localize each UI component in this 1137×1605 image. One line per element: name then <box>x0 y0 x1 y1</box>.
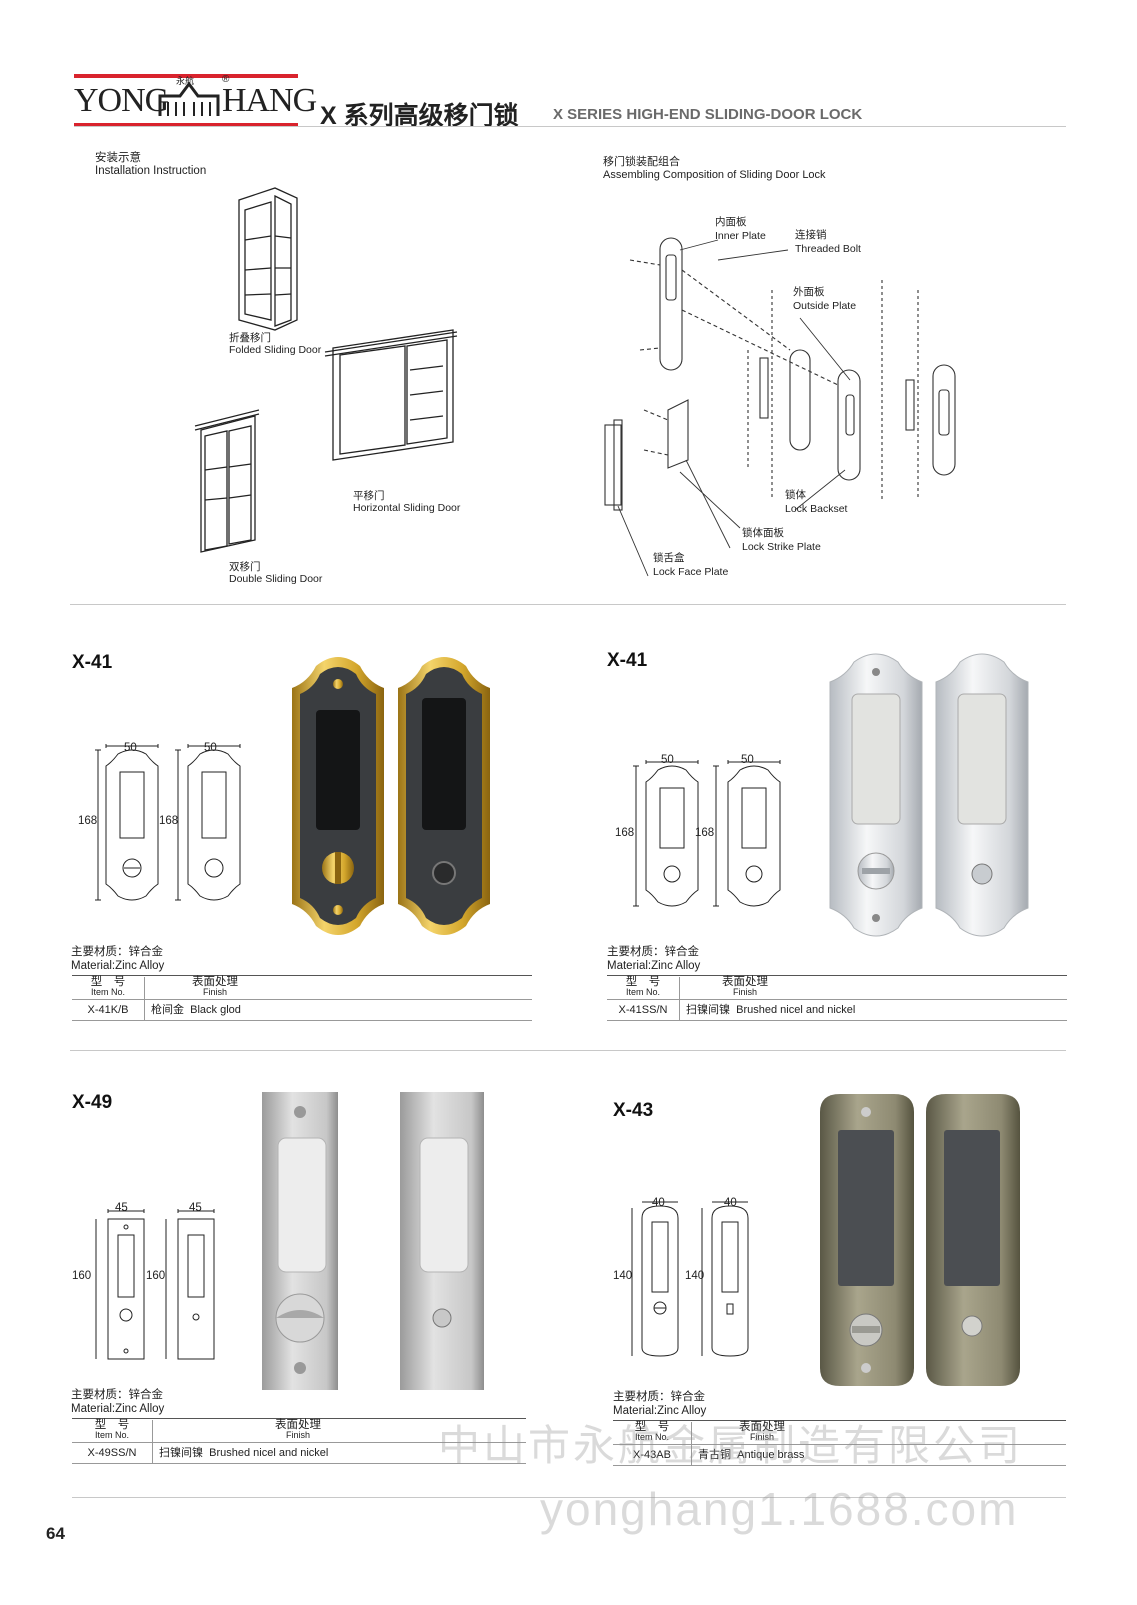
x41-width-right: 50 <box>204 742 217 754</box>
x49-satin-lock-photo <box>262 1092 484 1390</box>
logo-registered-mark: ® <box>222 74 230 85</box>
x43-dimension-drawing <box>631 1201 749 1357</box>
x49-item-no: X-49SS/N <box>72 1443 153 1463</box>
x43-finish: 青古铜 Antique brass <box>698 1449 805 1461</box>
product-model-x41-kb: X-41 <box>72 652 113 673</box>
logo-script: 永航 <box>176 76 195 86</box>
x41ss-material: 主要材质：锌合金 Material:Zinc Alloy <box>607 946 701 972</box>
assembly-exploded-diagram <box>604 237 956 577</box>
x41ss-height-right: 168 <box>695 827 715 839</box>
lock-backset-label: 锁体 Lock Backset <box>785 489 848 515</box>
x41-width-left: 50 <box>124 742 137 754</box>
x41ss-width-left: 50 <box>661 754 674 766</box>
x49-width-right: 45 <box>189 1202 202 1214</box>
x49-height-left: 160 <box>72 1270 92 1282</box>
x49-spec-table: 型 号 Item No. 表面处理 Finish X-49SS/N 扫镍间镍 B… <box>72 1419 526 1464</box>
logo-text-right: HANG <box>222 82 317 119</box>
x41-finish: 枪间金 Black glod <box>151 1004 241 1016</box>
x41-spec-table: 型 号 Item No. 表面处理 Finish X-41K/B 枪间金 Bla… <box>72 976 532 1021</box>
x49-width-left: 45 <box>115 1202 128 1214</box>
brand-logo: YONG 永航 ® HANG <box>74 74 317 130</box>
x41-material: 主要材质：锌合金 Material:Zinc Alloy <box>71 946 165 972</box>
horizontal-door-label: 平移门 Horizontal Sliding Door <box>353 490 461 514</box>
x41-height-right: 168 <box>159 815 179 827</box>
x41ss-width-right: 50 <box>741 754 754 766</box>
assembly-heading: 移门锁装配组合 Assembling Composition of Slidin… <box>603 156 826 181</box>
logo-text-left: YONG <box>74 82 169 119</box>
outside-plate-label: 外面板 Outside Plate <box>793 286 857 312</box>
page-title-cn: X 系列高级移门锁 <box>320 102 519 130</box>
x41ss-item-no: X-41SS/N <box>607 1000 680 1020</box>
x41ss-finish: 扫镍间镍 Brushed nicel and nickel <box>686 1004 856 1016</box>
product-model-x41-ssn: X-41 <box>607 650 648 671</box>
installation-illustration <box>194 187 458 553</box>
x43-height-right: 140 <box>685 1270 705 1282</box>
x43-antique-brass-lock-photo <box>820 1094 1020 1386</box>
x41ss-spec-table: 型 号 Item No. 表面处理 Finish X-41SS/N 扫镍间镍 B… <box>607 976 1067 1021</box>
x43-spec-table: 型 号 Item No. 表面处理 Finish X-43AB 青古铜 Anti… <box>613 1421 1066 1466</box>
x49-material: 主要材质：锌合金 Material:Zinc Alloy <box>71 1389 165 1415</box>
product-model-x49: X-49 <box>72 1092 113 1113</box>
x49-finish: 扫镍间镍 Brushed nicel and nickel <box>159 1447 329 1459</box>
product-model-x43: X-43 <box>613 1100 654 1121</box>
x49-height-right: 160 <box>146 1270 166 1282</box>
page-title-en: X SERIES HIGH-END SLIDING-DOOR LOCK <box>553 106 863 123</box>
page-number: 64 <box>46 1524 65 1543</box>
x43-item-no: X-43AB <box>613 1445 692 1465</box>
x41-item-no: X-41K/B <box>72 1000 145 1020</box>
x49-dimension-drawing <box>95 1209 215 1360</box>
watermark-company-name: 中山市永航金属制造有限公司 <box>438 1422 1024 1469</box>
x41-chrome-lock-photo <box>829 653 1029 937</box>
x41ss-height-left: 168 <box>615 827 635 839</box>
x43-width-right: 40 <box>724 1197 737 1209</box>
threaded-bolt-label: 连接销 Threaded Bolt <box>795 229 861 255</box>
double-door-label: 双移门 Double Sliding Door <box>229 561 323 585</box>
watermark-website: yonghang1.1688.com <box>540 1483 1019 1535</box>
folded-door-label: 折叠移门 Folded Sliding Door <box>229 332 322 356</box>
install-heading: 安装示意 Installation Instruction <box>95 152 207 177</box>
x41-height-left: 168 <box>78 815 98 827</box>
x41-dimension-drawing <box>95 744 241 901</box>
x43-material: 主要材质：锌合金 Material:Zinc Alloy <box>613 1391 707 1417</box>
x43-height-left: 140 <box>613 1270 633 1282</box>
inner-plate-label: 内面板 Inner Plate <box>715 216 766 242</box>
logo-gate-icon <box>158 82 220 116</box>
x41-gold-lock-photo <box>292 657 490 935</box>
x41ss-dimension-drawing <box>633 760 781 907</box>
lock-strike-plate-label: 锁体面板 Lock Strike Plate <box>742 527 821 553</box>
lock-face-plate-label: 锁舌盒 Lock Face Plate <box>653 552 729 578</box>
x43-width-left: 40 <box>652 1197 665 1209</box>
